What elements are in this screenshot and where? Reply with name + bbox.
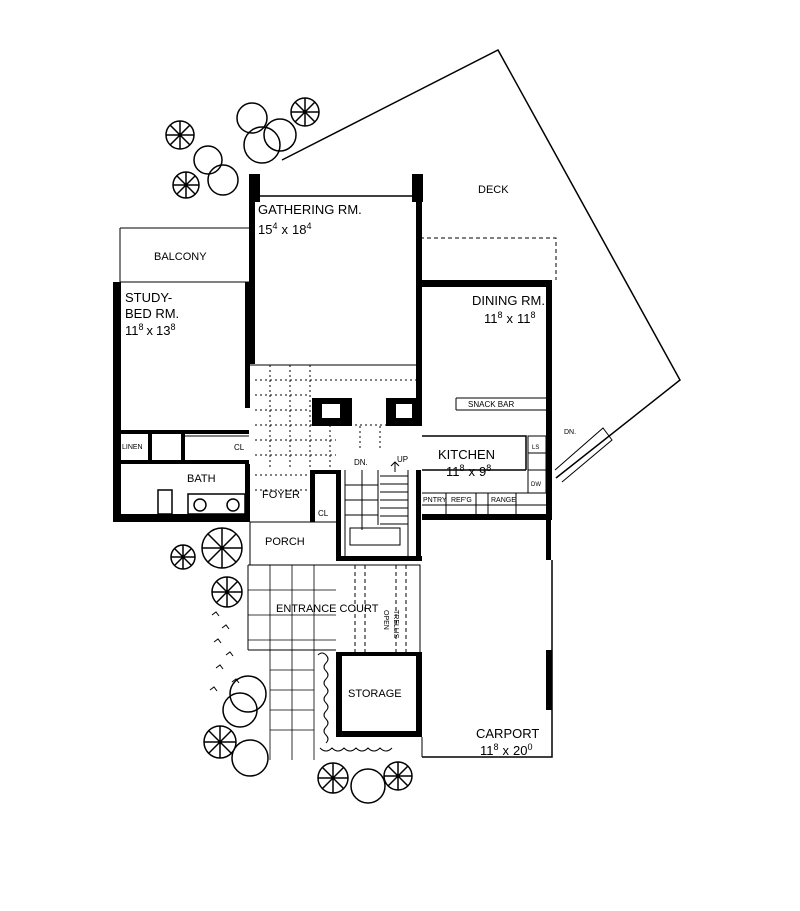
shrub-icon bbox=[290, 97, 320, 127]
tree-icon bbox=[236, 102, 297, 164]
refrigerator-label: REF'G bbox=[451, 497, 472, 504]
fireplace bbox=[312, 398, 422, 426]
planting-bed bbox=[317, 652, 393, 752]
storage-label: STORAGE bbox=[348, 688, 402, 700]
deck: DECK bbox=[281, 49, 681, 479]
dining-room-label: DINING RM. bbox=[472, 293, 545, 308]
carport bbox=[421, 560, 553, 758]
trellis-label-line2: TRELLIS bbox=[392, 610, 399, 639]
stair-up-label: UP bbox=[397, 455, 408, 464]
linen-closet-label: LINEN bbox=[122, 444, 143, 451]
entrance-court-label: ENTRANCE COURT bbox=[276, 603, 379, 615]
interior-walls bbox=[113, 195, 613, 566]
foyer-closet-label: CL bbox=[318, 509, 329, 518]
deck-stair-down-label: DN. bbox=[564, 429, 576, 436]
stairs bbox=[344, 461, 409, 556]
dishwasher-label: DW bbox=[531, 482, 541, 488]
range-label: RANGE bbox=[491, 497, 516, 504]
tree-icon bbox=[222, 675, 267, 728]
gathering-room-label: GATHERING RM. bbox=[258, 202, 362, 217]
stair-down-label: DN. bbox=[354, 458, 368, 467]
tree-icon bbox=[231, 739, 269, 777]
entrance-court bbox=[247, 564, 421, 760]
tree-icon bbox=[350, 768, 386, 804]
balcony-label: BALCONY bbox=[154, 251, 207, 263]
shrub-icon bbox=[165, 120, 195, 150]
pantry-label: PNTRY bbox=[423, 497, 447, 504]
shrub-icon bbox=[211, 576, 243, 608]
study-room-label-line1: STUDY- bbox=[125, 290, 172, 305]
floor-pattern bbox=[255, 365, 416, 491]
exterior-walls bbox=[113, 174, 552, 737]
shrub-icon bbox=[383, 761, 413, 791]
foyer-label: FOYER bbox=[262, 489, 300, 501]
carport-label: CARPORT bbox=[476, 726, 539, 741]
bath-closet-label: CL bbox=[234, 443, 245, 452]
shrub-icon bbox=[170, 544, 196, 570]
bath-label: BATH bbox=[187, 473, 216, 485]
study-room-label-line2: BED RM. bbox=[125, 306, 179, 321]
shrub-icon bbox=[172, 171, 200, 199]
kitchen-label: KITCHEN bbox=[438, 447, 495, 462]
laundry-sink-label: LS bbox=[532, 445, 539, 451]
bath-fixtures bbox=[157, 489, 246, 515]
porch-label: PORCH bbox=[265, 536, 305, 548]
tree-icon bbox=[193, 145, 239, 196]
shrub-icon bbox=[203, 725, 237, 759]
landscaping bbox=[165, 97, 413, 804]
trellis-label-line1: OPEN bbox=[382, 610, 389, 630]
snack-bar-label: SNACK BAR bbox=[468, 400, 514, 409]
shrub-icon bbox=[317, 762, 349, 794]
ground-cover-icon bbox=[209, 611, 240, 692]
shrub-icon bbox=[201, 527, 243, 569]
deck-label: DECK bbox=[478, 184, 509, 196]
